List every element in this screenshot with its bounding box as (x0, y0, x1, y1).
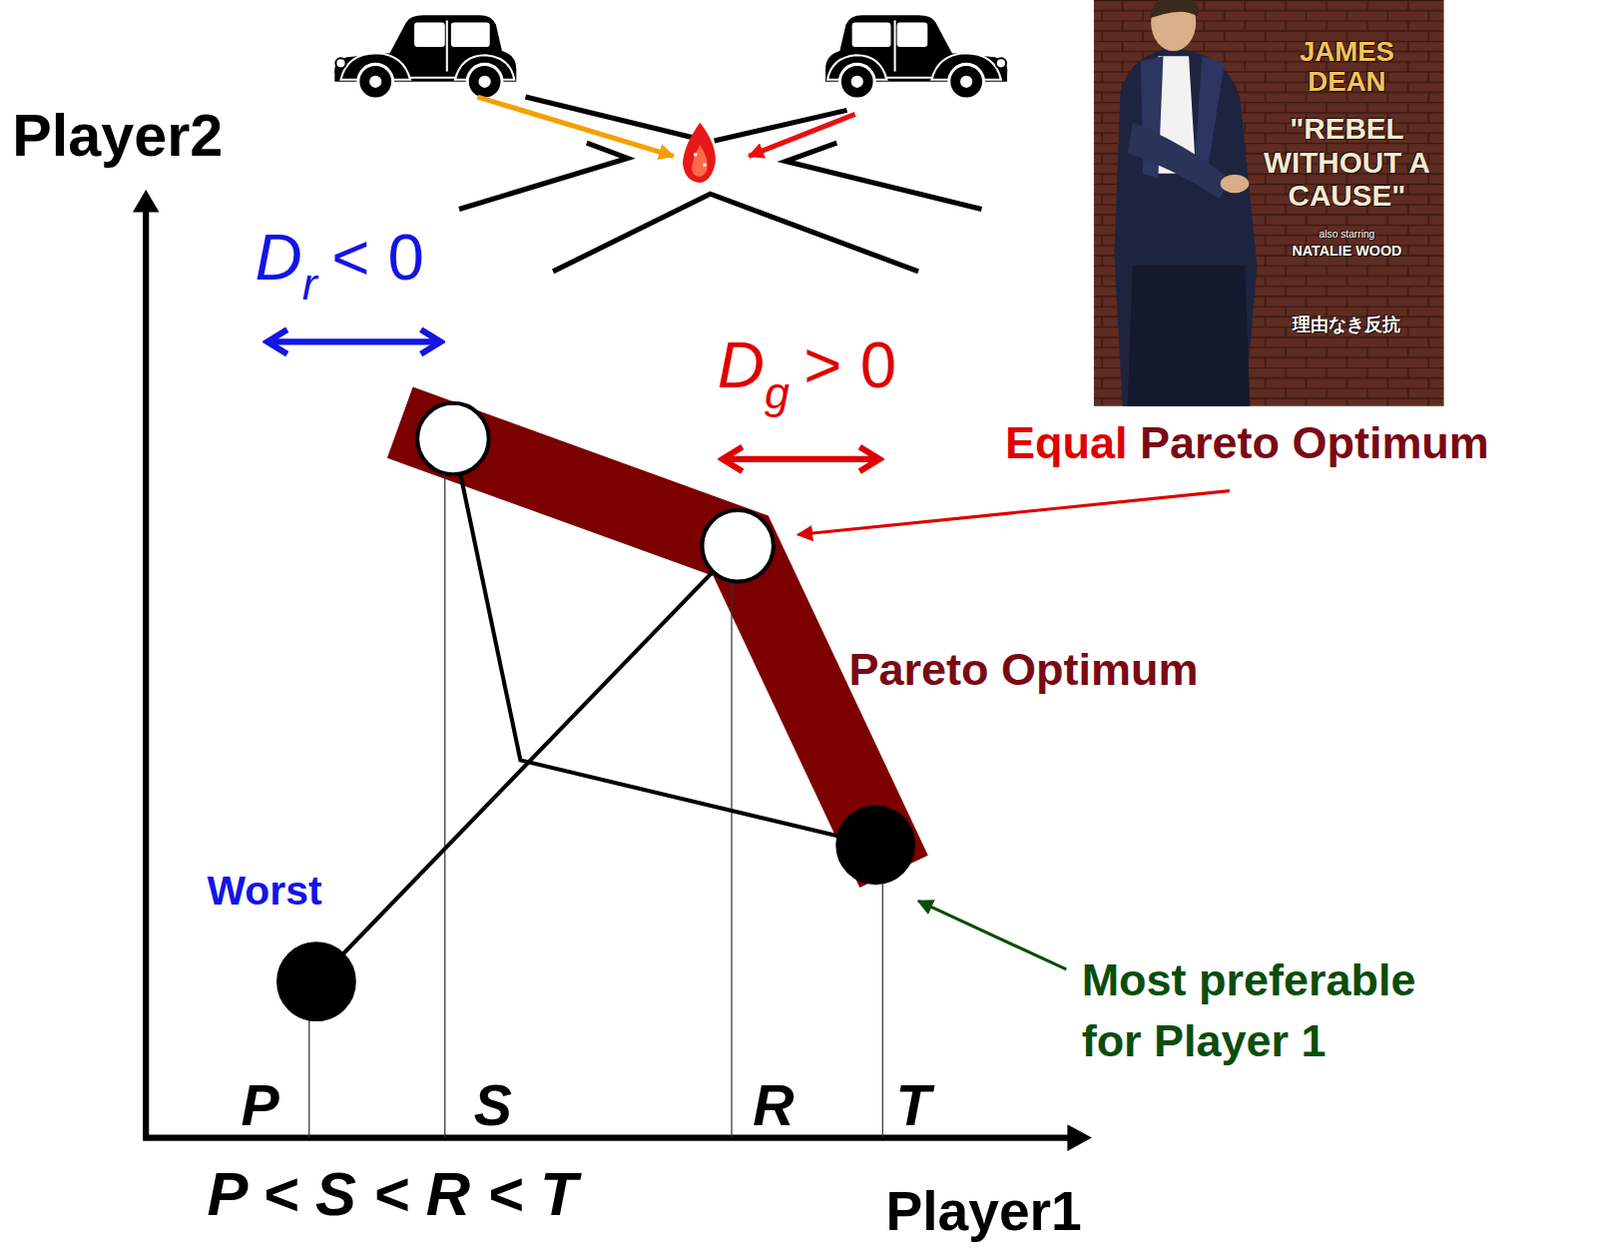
car-icon (334, 14, 517, 99)
subscript: g (764, 367, 790, 419)
guide-line (444, 438, 446, 1137)
region-label: Pareto Optimum (849, 646, 1199, 692)
label-text: Worst (207, 867, 323, 914)
axis-tick-label: R (752, 1076, 794, 1134)
flame-core (691, 144, 708, 177)
label-text: D (717, 328, 765, 402)
axis-head (1066, 1123, 1092, 1151)
axis-title: Player2 (11, 105, 223, 165)
label-text: > 0 (803, 328, 897, 402)
point-label: Worst (207, 870, 323, 912)
axis-tick-label: P (241, 1076, 280, 1134)
payoff-order: P < S < R < T (207, 1162, 578, 1224)
car-icon (825, 14, 1008, 99)
poster-background (1093, 0, 1445, 407)
car-path-arrow (748, 113, 855, 156)
pareto-band (400, 422, 895, 872)
subscript: r (302, 258, 318, 310)
payoff-point (278, 943, 355, 1020)
y-axis (142, 209, 149, 1138)
movie-poster: JAMES DEAN "REBEL WITHOUT A CAUSE" also st… (1093, 0, 1445, 407)
guide-line (882, 844, 884, 1137)
payoff-difference: Dr< 0 (255, 224, 425, 307)
flame-spark (702, 163, 706, 167)
label-text: D (255, 220, 303, 294)
label-text: Player2 (11, 101, 223, 169)
payoff-point (417, 403, 490, 476)
flame-spark (693, 152, 697, 156)
axis-tick-label: T (895, 1076, 931, 1134)
trousers (1127, 265, 1251, 407)
car-path-arrow (477, 96, 673, 156)
label-text: P < S < R < T (207, 1158, 578, 1228)
callout-label: Most preferable for Player 1 (1081, 949, 1470, 1071)
payoff-lines (316, 438, 876, 982)
poster-credit: also starring (1319, 228, 1376, 240)
arm (1127, 122, 1230, 200)
poster-actor: JAMES DEAN (1280, 36, 1414, 97)
axis-head (132, 189, 160, 212)
callout-label: EqualPareto Optimum (1005, 420, 1490, 466)
label-text: Most preferable for Player 1 (1081, 954, 1417, 1067)
label-text: S (474, 1072, 513, 1137)
road-edge (552, 193, 919, 272)
hand (1220, 174, 1250, 193)
road-edge (785, 142, 982, 209)
poster-title-japanese: 理由なき反抗 (1292, 314, 1401, 335)
guide-line (730, 545, 732, 1138)
poster-art (1093, 0, 1445, 407)
road-lines (459, 96, 982, 272)
axis-tick-label: S (474, 1076, 513, 1134)
payoff-line (453, 438, 876, 845)
poster-credit: NATALIE WOOD (1292, 243, 1403, 260)
label-text: Equal (1005, 417, 1127, 469)
double-arrow (267, 338, 442, 345)
jacket (1113, 48, 1257, 407)
leader-line (918, 900, 1067, 969)
label-text: Pareto Optimum (849, 643, 1199, 695)
label-text: Pareto Optimum (1139, 417, 1490, 469)
flame (682, 122, 716, 183)
payoff-point (837, 806, 914, 883)
fire-icon (682, 122, 716, 183)
hair (1148, 0, 1199, 18)
double-arrow (722, 456, 880, 463)
payoff-difference: Dg> 0 (717, 332, 897, 415)
leader-line (797, 491, 1229, 535)
label-text: T (895, 1072, 931, 1137)
poster-title: "REBEL WITHOUT A CAUSE" (1260, 111, 1435, 212)
axis-title: Player1 (885, 1183, 1081, 1239)
label-text: P (241, 1072, 280, 1137)
payoff-point (701, 510, 774, 582)
guide-lines (309, 438, 884, 1137)
label-text: R (752, 1072, 794, 1137)
label-text: Player1 (885, 1179, 1081, 1242)
road-edge (459, 142, 628, 209)
label-text: < 0 (331, 220, 425, 294)
